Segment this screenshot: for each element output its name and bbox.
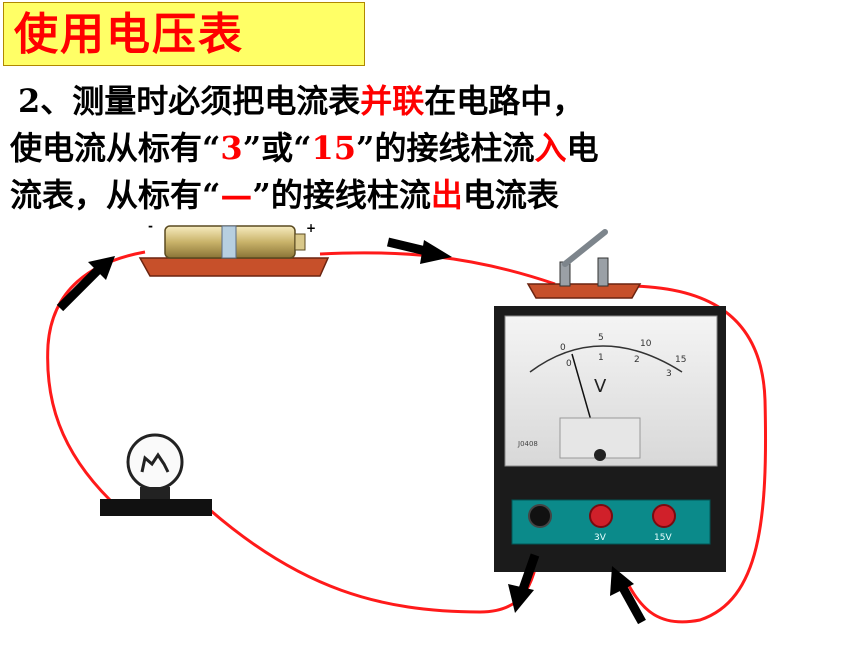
text-seg: 电 (566, 129, 599, 167)
highlight-3: 3 (220, 129, 243, 167)
text-seg: ”的接线柱流 (252, 176, 431, 214)
instruction-line-3: 流表，从标有“—”的接线柱流出电流表 (10, 172, 850, 219)
meter-terminal-15v (652, 504, 676, 528)
meter-model-label: J0408 (517, 440, 538, 448)
battery-base (138, 257, 330, 277)
arrow-top-right (386, 237, 452, 264)
highlight-out: 出 (430, 176, 463, 214)
arrow-out-of-meter (508, 553, 540, 613)
switch-blade (562, 229, 608, 267)
lamp-base (100, 499, 212, 516)
meter-unit-label: V (594, 376, 607, 397)
meter-tick-top-3: 15 (675, 355, 686, 365)
battery-band (221, 225, 237, 259)
wire-meter-to-lamp (209, 508, 542, 614)
meter-tick-bottom-3: 3 (666, 369, 672, 379)
voltmeter: 0 5 10 15 0 1 2 3 V J0408 3V 15V (494, 306, 726, 572)
instruction-paragraph: 2、测量时必须把电流表并联在电路中， 使电流从标有“3”或“15”的接线柱流入电… (10, 78, 850, 219)
meter-tick-bottom-0: 0 (566, 359, 572, 369)
text-seg: 在电路中， (424, 82, 585, 120)
meter-terminal-label-3v: 3V (594, 533, 607, 543)
arrow-left-up (56, 256, 115, 312)
text-seg: 流表，从标有“ (10, 176, 221, 214)
text-seg: 2、测量时必须把电流表 (18, 82, 361, 120)
page-title: 使用电压表 (14, 9, 244, 60)
text-seg: 电流表 (462, 176, 559, 214)
battery-cap (294, 233, 306, 251)
switch-base (526, 283, 642, 299)
meter-zero-screw (594, 449, 606, 461)
lamp-neck (140, 487, 170, 499)
meter-terminal-negative (528, 504, 552, 528)
meter-terminal-label-15v: 15V (654, 533, 672, 543)
meter-tick-top-1: 5 (598, 333, 604, 343)
wire-switch-to-meter (624, 284, 768, 624)
meter-scale-arc (529, 345, 683, 373)
lamp (100, 433, 212, 516)
knife-switch (526, 229, 642, 299)
text-seg: 使电流从标有“ (10, 129, 221, 167)
arrows (56, 237, 646, 625)
meter-tick-bottom-2: 2 (634, 355, 640, 365)
text-seg: ”或“ (242, 129, 312, 167)
lamp-filament (140, 452, 170, 473)
battery-negative-label: - (148, 219, 153, 233)
instruction-line-1: 2、测量时必须把电流表并联在电路中， (10, 78, 850, 125)
battery: - + (138, 219, 330, 277)
text-seg: ”的接线柱流 (356, 129, 535, 167)
battery-positive-label: + (306, 221, 316, 235)
arrow-into-meter (610, 566, 646, 625)
meter-tick-bottom-1: 1 (598, 353, 604, 363)
highlight-15: 15 (311, 129, 357, 167)
meter-tick-top-0: 0 (560, 343, 566, 353)
meter-tick-top-2: 10 (640, 339, 652, 349)
highlight-in: 入 (534, 129, 567, 167)
highlight-minus: — (220, 176, 253, 214)
highlight-parallel: 并联 (360, 82, 425, 120)
switch-post-right (597, 257, 609, 287)
instruction-line-2: 使电流从标有“3”或“15”的接线柱流入电 (10, 125, 850, 172)
meter-terminal-3v (589, 504, 613, 528)
title-box: 使用电压表 (3, 2, 365, 66)
